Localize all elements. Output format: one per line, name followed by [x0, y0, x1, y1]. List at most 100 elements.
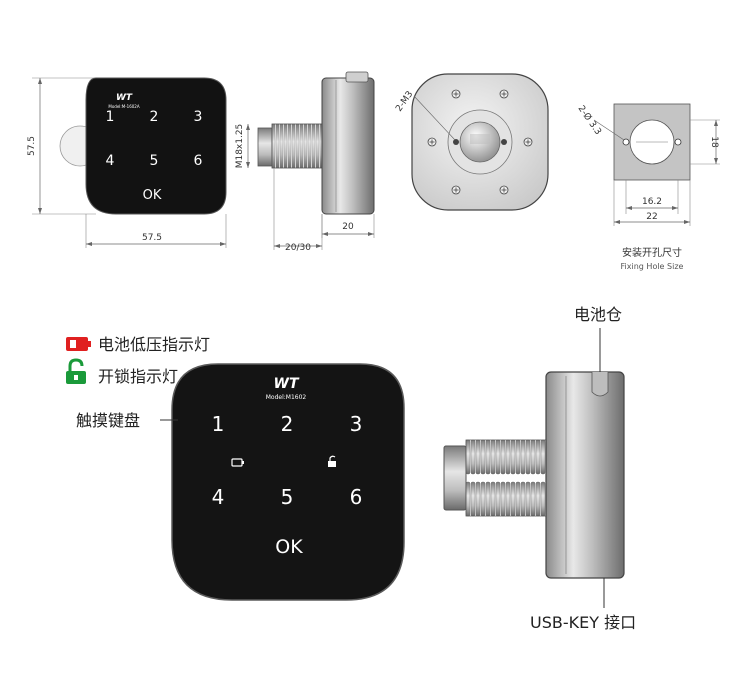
thread-ridge — [510, 439, 516, 475]
fixing-hole-title-cn: 安装开孔尺寸 — [622, 246, 682, 259]
battery-compartment-label: 电池仓 — [574, 305, 622, 324]
thread-ridge — [535, 481, 541, 517]
thread-ridge — [480, 481, 486, 517]
hole-spacing-label: 16.2 — [642, 197, 662, 207]
thread-ridge — [465, 439, 471, 475]
screw-icon — [499, 185, 509, 195]
small-key-6: 6 — [194, 153, 203, 169]
screw-icon — [499, 89, 509, 99]
screw-icon — [523, 137, 533, 147]
thread-ridge — [520, 481, 526, 517]
thread-ridge — [495, 439, 501, 475]
thread-ridge — [540, 481, 546, 517]
thread-ridge — [475, 481, 481, 517]
key-3: 3 — [350, 412, 363, 436]
key-ok: OK — [275, 536, 303, 558]
usb-key-label: USB-KEY 接口 — [530, 613, 636, 632]
thread-ridge — [291, 123, 296, 169]
battery-low-callout: 电池低压指示灯 — [66, 335, 210, 354]
thread-ridge — [520, 439, 526, 475]
thread-ridge — [500, 439, 506, 475]
thread-ridge — [470, 439, 476, 475]
shaft-length-dim-label: 20/30 — [285, 243, 311, 253]
battery-compartment-callout: 电池仓 — [574, 305, 622, 372]
hole-dia-label: 2-Ø 3.3 — [576, 103, 604, 137]
thread-ridge — [490, 439, 496, 475]
battery-indicator-icon — [231, 458, 244, 467]
unlock-icon — [66, 358, 86, 384]
screw-icon — [427, 137, 437, 147]
key-6: 6 — [350, 485, 363, 509]
thread-ridge — [475, 439, 481, 475]
thread-ridge — [490, 481, 496, 517]
thread-ridge — [470, 481, 476, 517]
thread-ridge — [295, 123, 300, 169]
small-key-1: 1 — [106, 109, 115, 125]
thread-ridge — [500, 481, 506, 517]
thread-ridge — [495, 481, 501, 517]
width-dim-label: 57.5 — [142, 233, 162, 243]
thread-ridge — [530, 481, 536, 517]
thread-ridge — [515, 439, 521, 475]
thread-ridge — [271, 123, 276, 169]
fixing-hole-diagram: 2-Ø 3.3 18 16.2 22 安装开孔尺寸 Fixing Hole Si… — [576, 103, 720, 271]
key-5: 5 — [281, 485, 294, 509]
unlock-indicator-icon — [328, 455, 336, 467]
thread-ridge — [307, 123, 312, 169]
thread-ridge — [279, 123, 284, 169]
battery-icon — [66, 337, 91, 351]
thread-ridge — [299, 123, 304, 169]
side-view-large — [443, 371, 625, 579]
touch-keypad-callout: 触摸键盘 — [76, 411, 178, 430]
height-dim-label: 57.5 — [27, 136, 37, 156]
key-1: 1 — [212, 412, 225, 436]
thread-ridge — [515, 481, 521, 517]
touch-keypad-label: 触摸键盘 — [76, 411, 140, 430]
brand-logo-small: WT — [116, 93, 133, 103]
thread-ridge — [505, 481, 511, 517]
keypad-large: WT Model:M1602 1 2 3 4 5 6 OK — [171, 363, 405, 601]
thread-ridge — [480, 439, 486, 475]
thread-ridge — [283, 123, 288, 169]
thread-ridge — [485, 439, 491, 475]
small-key-3: 3 — [194, 109, 203, 125]
thread-ridge — [465, 481, 471, 517]
small-key-2: 2 — [150, 109, 159, 125]
small-key-ok: OK — [143, 188, 162, 203]
fixing-hole-title-en: Fixing Hole Size — [621, 262, 684, 271]
model-label-large: Model:M1602 — [266, 394, 307, 401]
front-view-small: 57.5 WT Model:M-1602A 1 2 3 4 5 6 OK 57.… — [27, 77, 227, 248]
thread-ridge — [530, 439, 536, 475]
back-view: 2-M3 — [394, 73, 549, 211]
thread-dim-label: M18x1.25 — [235, 124, 245, 169]
hole-height-label: 18 — [709, 136, 719, 148]
unlock-label: 开锁指示灯 — [98, 367, 178, 386]
unlock-callout: 开锁指示灯 — [66, 358, 178, 386]
small-key-4: 4 — [106, 153, 115, 169]
thread-ridge — [510, 481, 516, 517]
thread-ridge — [287, 123, 292, 169]
thread-ridge — [505, 439, 511, 475]
depth-dim-label: 20 — [342, 222, 354, 232]
thread-ridge — [525, 481, 531, 517]
thread-ridge — [303, 123, 308, 169]
thread-ridge — [485, 481, 491, 517]
small-key-5: 5 — [150, 153, 159, 169]
screw-icon — [451, 185, 461, 195]
brand-logo-large: WT — [274, 376, 300, 392]
screw-icon — [451, 89, 461, 99]
hole-width-label: 22 — [646, 212, 657, 222]
battery-low-label: 电池低压指示灯 — [98, 335, 210, 354]
thread-ridge — [525, 439, 531, 475]
thread-ridge — [315, 123, 320, 169]
thread-ridge — [540, 439, 546, 475]
thread-ridge — [535, 439, 541, 475]
side-view-small: M18x1.25 20 20/30 — [235, 71, 375, 253]
thread-ridge — [311, 123, 316, 169]
thread-ridge — [275, 123, 280, 169]
key-4: 4 — [212, 485, 225, 509]
model-label-small: Model:M-1602A — [108, 104, 139, 109]
key-2: 2 — [281, 412, 294, 436]
usb-key-callout: USB-KEY 接口 — [530, 578, 636, 632]
